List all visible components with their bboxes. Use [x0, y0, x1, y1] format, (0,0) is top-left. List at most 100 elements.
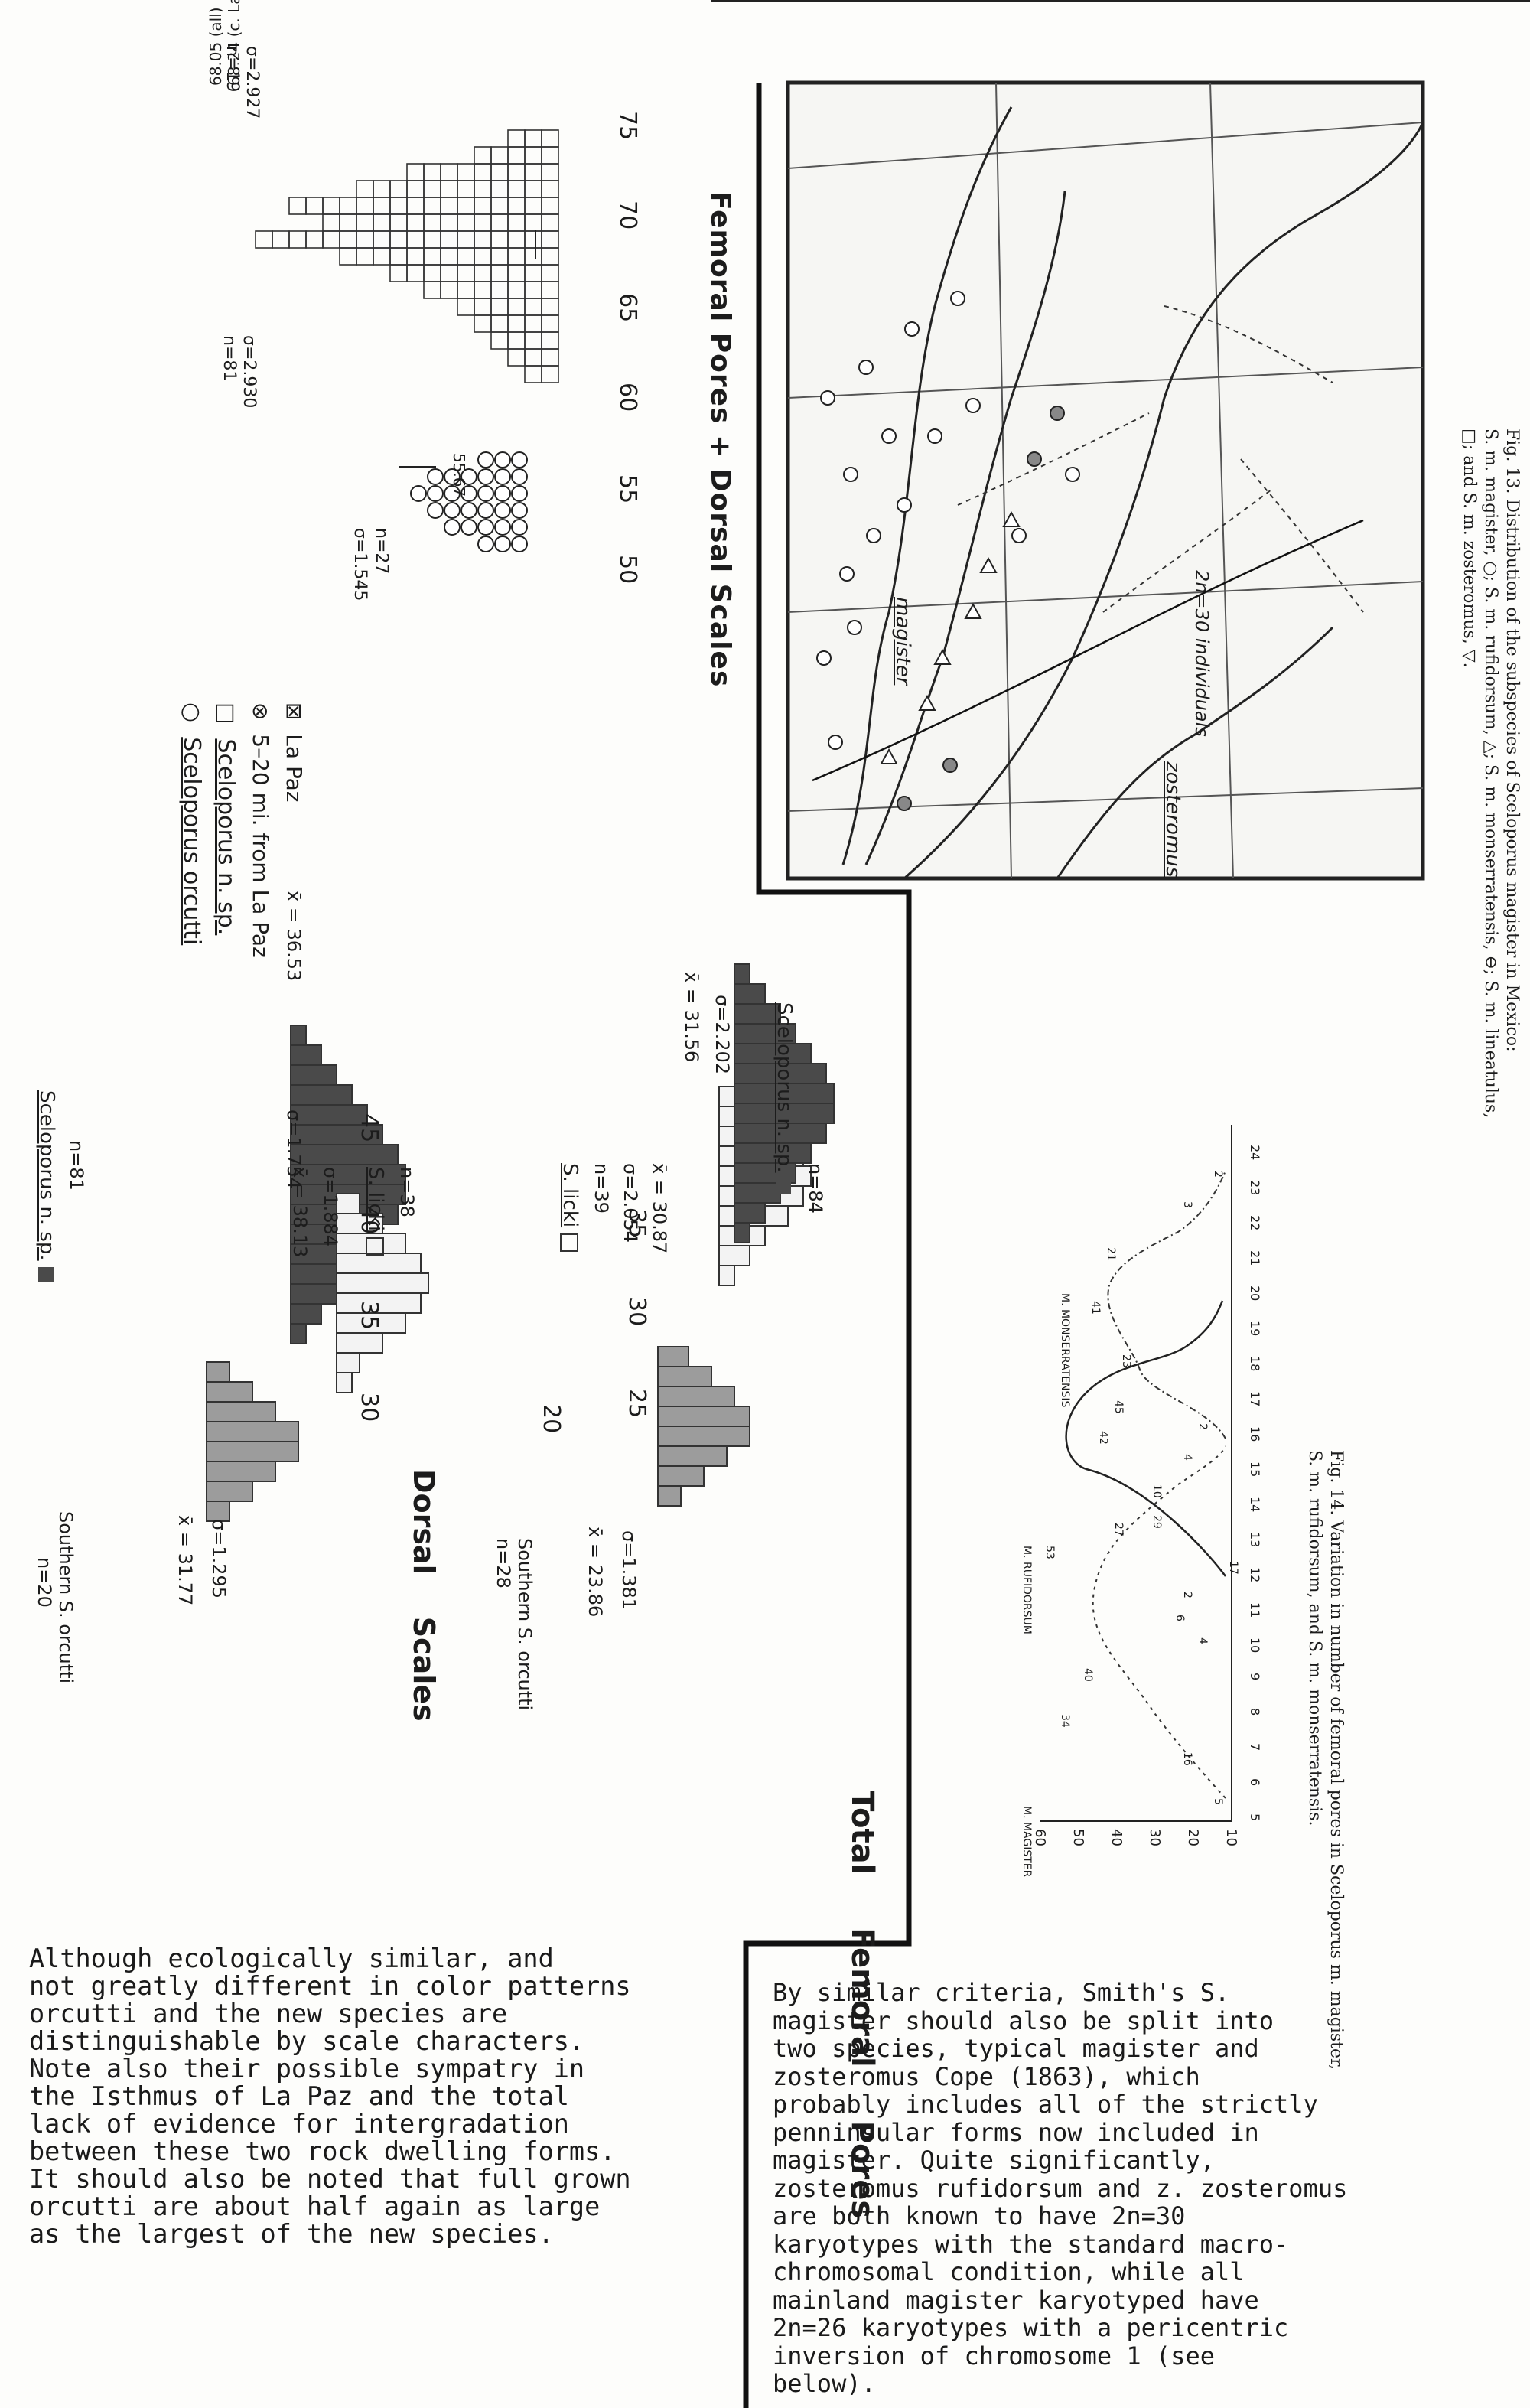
histogram-square: [440, 197, 458, 215]
left-line-6: the Isthmus of La Paz and the total: [29, 2081, 569, 2111]
histogram-square: [541, 348, 559, 367]
histogram-bar: [336, 1272, 429, 1294]
line-point-label: 2: [1181, 1592, 1193, 1598]
histogram-square: [389, 230, 408, 249]
line-point-label: 34: [1059, 1714, 1071, 1728]
line-point-label: 4: [1181, 1454, 1193, 1461]
histogram-square: [507, 180, 526, 198]
histogram-square: [457, 298, 475, 316]
histogram-square: [474, 163, 492, 181]
map-point-triangle: [880, 748, 898, 764]
histogram-circle: [511, 451, 528, 468]
line-x-tick: 19: [1248, 1321, 1262, 1337]
histogram-bar: [336, 1193, 360, 1214]
line-caption-line-1: Fig. 14. Variation in number of femoral …: [1327, 1450, 1346, 2071]
femoral-tick-20: 20: [538, 1404, 565, 1434]
map-point-filled: [897, 796, 912, 811]
fpds-lapaz-sigma: σ=2.927: [243, 46, 262, 119]
histogram-square: [507, 230, 526, 249]
map-point-filled: [1027, 451, 1042, 467]
histogram-square: [457, 264, 475, 282]
fpds-lapaz-mean: 68.05 (all) 68.24 (c. La Paz): [207, 0, 243, 86]
histogram-square: [541, 230, 559, 249]
histogram-circle: [494, 468, 511, 485]
histogram-circle: [477, 468, 494, 485]
right-line-10: karyotypes with the standard macro-: [773, 2229, 1289, 2259]
histogram-square: [474, 298, 492, 316]
map-caption: Fig. 13. Distribution of the subspecies …: [1458, 428, 1522, 1118]
histogram-square: [389, 213, 408, 232]
line-x-tick: 21: [1248, 1250, 1262, 1266]
histogram-bar: [336, 1352, 360, 1373]
histogram-bar: [336, 1372, 353, 1393]
histogram-square: [288, 230, 307, 249]
square-symbol: □: [213, 702, 239, 725]
text-column-left: Although ecologically similar, and not g…: [29, 1945, 631, 2248]
histogram-square: [524, 129, 542, 148]
femoral-orcutti-n: n=28: [493, 1538, 514, 1588]
line-point-label: 53: [1043, 1546, 1056, 1559]
line-y-tick: 10: [1223, 1829, 1239, 1846]
histogram-square: [288, 197, 307, 215]
line-x-tick: 9: [1248, 1673, 1262, 1681]
histogram-square: [541, 129, 559, 148]
line-point-label: 41: [1089, 1301, 1102, 1315]
histogram-square: [541, 213, 559, 232]
histogram-circle: [494, 519, 511, 536]
line-x-tick: 22: [1248, 1215, 1262, 1231]
histogram-bar: [290, 1144, 399, 1165]
histogram-square: [541, 247, 559, 266]
dorsal-title: DorsalScales: [407, 1469, 441, 1722]
histogram-square: [423, 163, 441, 181]
dorsal-tick-40: 40: [356, 1205, 382, 1235]
histogram-bar: [657, 1386, 735, 1407]
dorsal-licki-n: n=38: [396, 1167, 418, 1217]
femoral-licki-label: S. licki: [558, 1163, 581, 1253]
histogram-square: [389, 247, 408, 266]
femoral-nsp-mean: x̄ = 31.56: [681, 972, 702, 1063]
histogram-bar: [290, 1323, 307, 1344]
femoral-nsp-sigma: σ=2.202: [711, 995, 733, 1075]
histogram-bar: [290, 1044, 322, 1066]
line-x-tick: 7: [1248, 1743, 1262, 1751]
histogram-square: [524, 314, 542, 333]
line-y-tick: 60: [1032, 1829, 1048, 1846]
line-x-tick: 24: [1248, 1145, 1262, 1161]
femoral-orcutti-bars: [657, 1346, 750, 1507]
histogram-square: [339, 247, 357, 266]
map-label-zosteromus: zosteromus: [1161, 761, 1184, 878]
line-x-tick: 15: [1248, 1461, 1262, 1478]
histogram-circle: [444, 502, 461, 519]
text-column-right: By similar criteria, Smith's S. magister…: [773, 1979, 1347, 2398]
histogram-square: [389, 264, 408, 282]
histogram-square: [406, 213, 425, 232]
dorsal-licki-bars: [336, 1193, 429, 1393]
histogram-square: [507, 331, 526, 350]
line-point-label: 23: [1120, 1354, 1132, 1368]
histogram-square: [406, 247, 425, 266]
histogram-square: [373, 197, 391, 215]
histogram-bar: [336, 1233, 406, 1254]
histogram-bar: [206, 1481, 253, 1502]
line-x-tick: 23: [1248, 1180, 1262, 1196]
histogram-square: [524, 331, 542, 350]
line-x-tick: 13: [1248, 1532, 1262, 1548]
left-line-2: not greatly different in color patterns: [29, 1971, 631, 2001]
map-coastlines: [842, 106, 1424, 880]
histogram-square: [541, 146, 559, 165]
left-line-1: Although ecologically similar, and: [29, 1944, 554, 1973]
histogram-square: [524, 264, 542, 282]
line-x-tick: 12: [1248, 1567, 1262, 1583]
histogram-square: [507, 247, 526, 266]
dorsal-nsp-mean: x̄ = 36.53: [283, 891, 304, 982]
histogram-square: [423, 281, 441, 299]
line-y-tick: 30: [1147, 1829, 1163, 1846]
dorsal-tick-35: 35: [356, 1301, 382, 1331]
histogram-square: [373, 180, 391, 198]
histogram-square: [339, 230, 357, 249]
histogram-square: [541, 298, 559, 316]
histogram-bar: [290, 1303, 322, 1325]
dorsal-orcutti-sigma: σ=1.295: [208, 1519, 230, 1599]
